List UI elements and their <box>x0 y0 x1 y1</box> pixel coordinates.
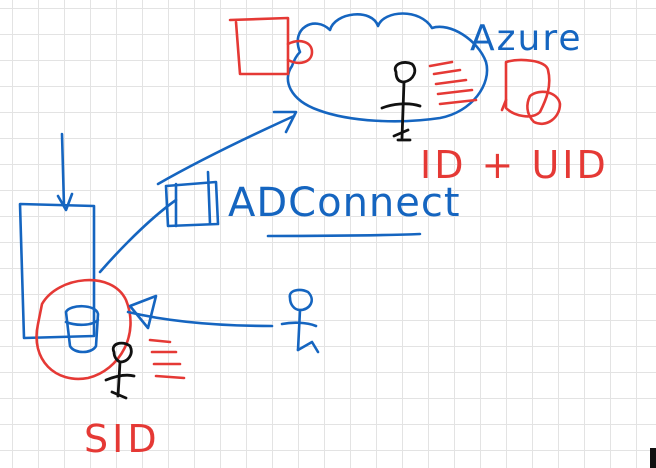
arrow-to-adconnect <box>98 198 178 274</box>
cloud-id-label: ID + UID <box>420 143 609 187</box>
onprem-account-figure <box>104 341 136 400</box>
adconnect-underline <box>266 232 422 238</box>
corner-mark <box>650 448 656 468</box>
cloud-server-box <box>228 16 314 76</box>
onprem-database-icon <box>64 304 100 354</box>
cloud-database-icon <box>500 58 562 125</box>
adconnect-label: ADConnect <box>228 180 461 226</box>
azure-cloud <box>286 12 489 123</box>
adconnect-box <box>164 170 220 228</box>
arrow-from-user <box>126 294 274 330</box>
azure-label: Azure <box>470 18 583 59</box>
arrow-to-azure <box>156 110 298 186</box>
sid-label: SID <box>84 417 161 461</box>
onprem-user-figure <box>280 288 320 354</box>
cloud-user-figure <box>380 61 422 142</box>
onprem-hash-marks <box>148 338 186 380</box>
onprem-server-box <box>18 132 96 340</box>
onprem-circle <box>35 278 132 381</box>
cloud-hash-marks <box>428 60 478 106</box>
